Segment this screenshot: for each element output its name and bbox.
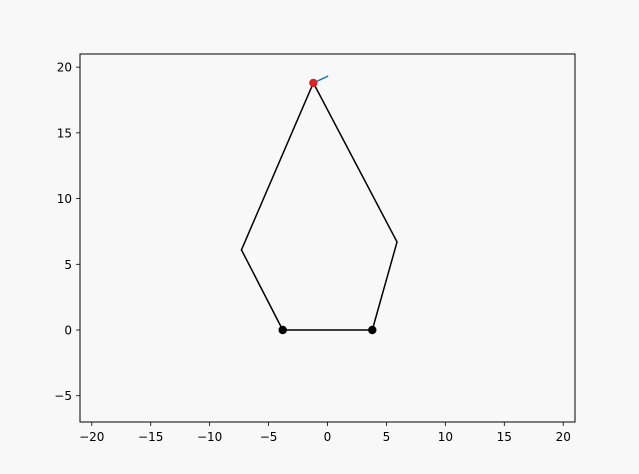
y-tick-label: 10 [57,192,72,206]
plot-layer [240,75,398,335]
x-tick-label: −15 [138,430,163,444]
y-tick-label: 20 [57,61,72,75]
x-tick-label: 20 [556,430,571,444]
x-tick-label: −20 [79,430,104,444]
x-tick-label: 0 [324,430,332,444]
point-black-points-1 [368,325,377,335]
y-tick-label: 0 [64,324,72,338]
x-axis-ticks: −20 −15 −10 −5 0 5 10 15 20 [79,422,571,444]
point-red-point-0 [309,78,318,88]
y-tick-label: 15 [57,126,72,140]
x-tick-label: 15 [497,430,512,444]
axes-background [80,54,575,422]
x-tick-label: −5 [260,430,278,444]
x-tick-label: −10 [197,430,222,444]
y-tick-label: 5 [64,258,72,272]
series-black-line-0 [240,82,398,331]
x-tick-label: 10 [438,430,453,444]
y-axis-ticks: −5 0 5 10 15 20 [54,61,80,403]
y-tick-label: −5 [54,389,72,403]
x-tick-label: 5 [383,430,391,444]
point-black-points-0 [278,325,287,335]
